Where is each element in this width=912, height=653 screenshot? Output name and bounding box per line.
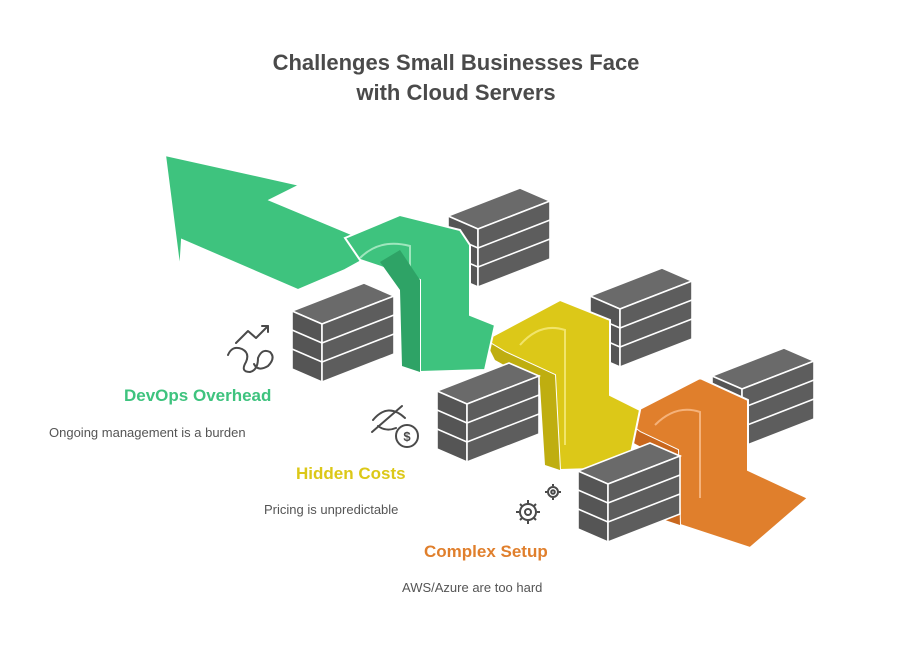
complex-setup-description: AWS/Azure are too hard xyxy=(402,580,543,595)
front-wall-2 xyxy=(436,362,540,463)
yellow-path xyxy=(482,298,642,472)
hidden-costs-label: Hidden Costs xyxy=(296,464,406,483)
devops-overhead-description: Ongoing management is a burden xyxy=(49,425,246,440)
hidden-dollar-icon: $ xyxy=(371,405,419,448)
green-arrow xyxy=(163,153,497,374)
complex-setup-label: Complex Setup xyxy=(424,542,548,561)
svg-text:$: $ xyxy=(403,429,411,444)
front-wall-1 xyxy=(291,282,395,383)
hidden-costs-description: Pricing is unpredictable xyxy=(264,502,399,517)
gears-icon xyxy=(516,484,561,524)
devops-overhead-label: DevOps Overhead xyxy=(124,386,272,405)
title-line-1: Challenges Small Businesses Face xyxy=(272,50,640,75)
chart-squiggle-icon xyxy=(227,325,274,373)
title-line-2: with Cloud Servers xyxy=(356,80,556,105)
